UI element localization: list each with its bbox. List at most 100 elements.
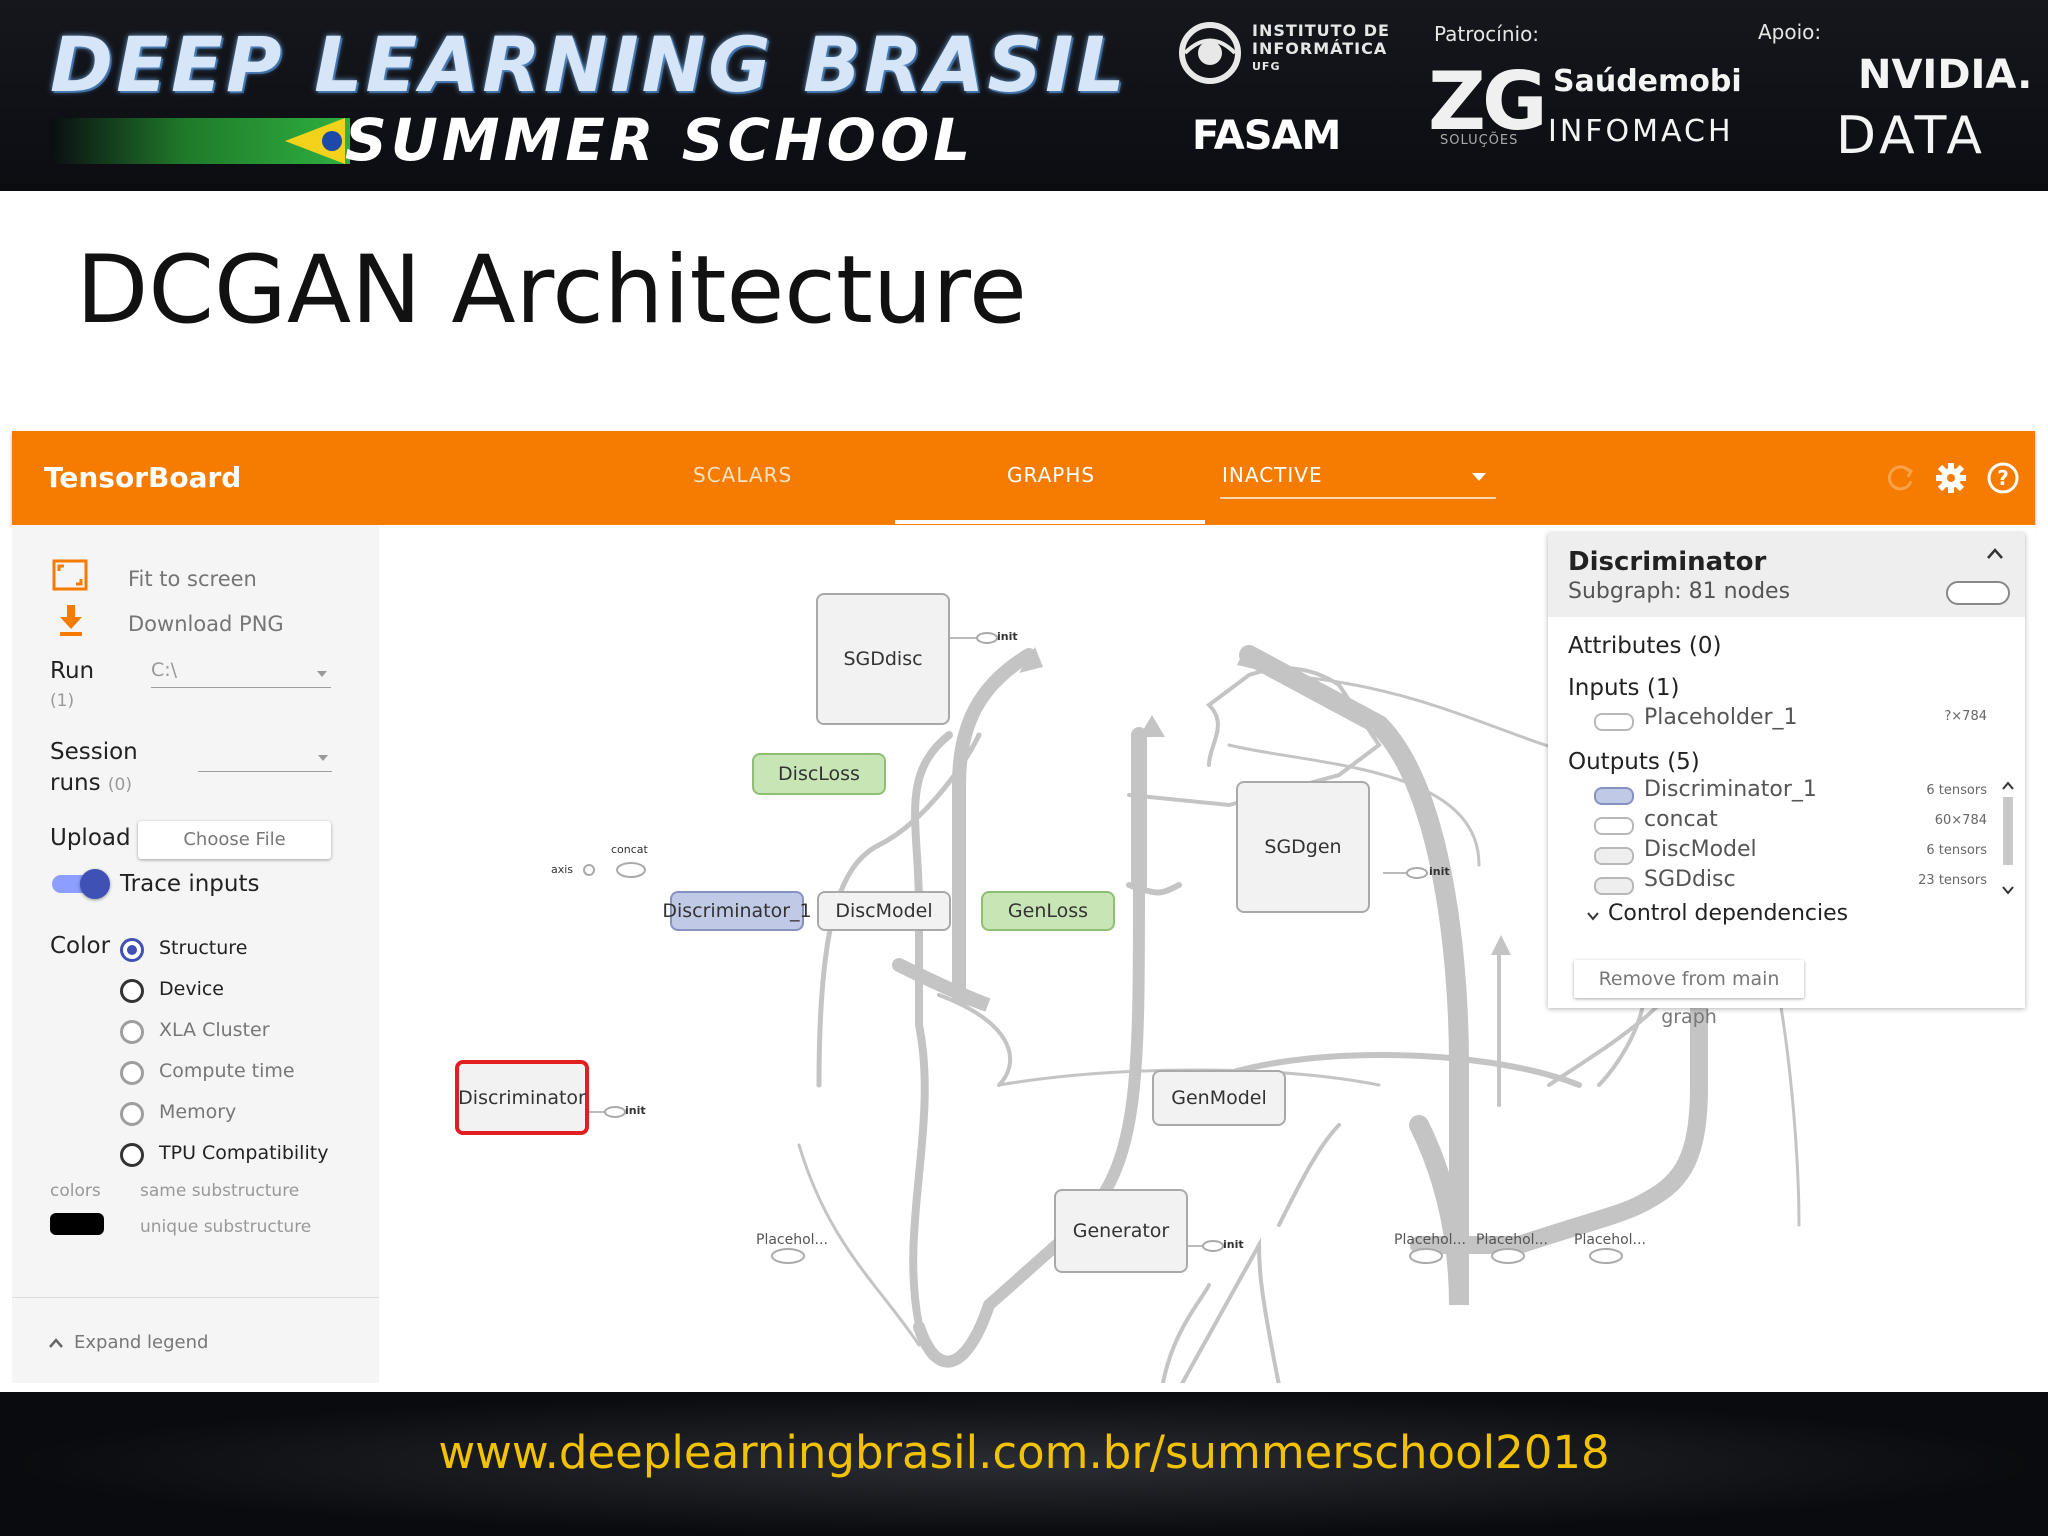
output-size: 6 tensors [1926,843,1987,858]
banner-title: DEEP LEARNING BRASIL [50,20,1128,109]
tab-scalars[interactable]: SCALARS [693,463,793,487]
output-item[interactable]: concat [1644,807,1718,832]
outputs-header: Outputs (5) [1568,749,1700,775]
support-label: Apoio: [1758,20,1822,44]
graph-canvas[interactable]: init init init init concat axis Placehol… [379,525,2035,1383]
attributes-header: Attributes (0) [1568,633,1722,659]
output-item[interactable]: SGDdisc [1644,867,1736,892]
session-runs-label: runs (0) [50,770,132,796]
color-option-label: Structure [159,937,248,959]
graph-edge [1227,743,1481,867]
color-option-label: XLA Cluster [159,1019,270,1041]
tab-graphs[interactable]: GRAPHS [1007,463,1096,487]
color-device-radio[interactable] [120,979,144,1003]
download-icon[interactable] [58,605,84,637]
color-memory-radio[interactable] [120,1102,144,1126]
expand-legend-button[interactable]: Expand legend [74,1332,209,1353]
scrollbar-thumb[interactable] [2003,797,2013,865]
legend-colors-label: colors [50,1181,101,1201]
edge-arrowhead [1139,715,1165,737]
graph-edge [1510,936,1708,1254]
datah-logo: DATA [1836,106,1986,166]
trace-inputs-label: Trace inputs [120,871,260,897]
event-banner: DEEP LEARNING BRASIL SUMMER SCHOOL INSTI… [0,0,2048,191]
graph-edges [583,632,1801,1383]
output-item[interactable]: DiscModel [1644,837,1757,862]
node-genmodel[interactable]: GenModel [1152,1070,1286,1126]
run-select[interactable]: C:\ [151,659,331,688]
tensorboard-brand: TensorBoard [44,461,242,494]
run-select-value: C:\ [151,659,178,681]
color-label: Color [50,933,111,959]
download-png-button[interactable]: Download PNG [128,612,284,636]
svg-text:?: ? [1997,466,2009,490]
fit-to-screen-button[interactable]: Fit to screen [128,567,257,591]
graph-edge [937,993,1013,1087]
color-structure-radio[interactable] [120,938,144,962]
brazil-flag-globe [322,131,342,151]
nvidia-logo: NVIDIA. [1858,52,2033,98]
caret-down-icon [1472,473,1486,481]
slide-footer: www.deeplearningbrasil.com.br/summerscho… [0,1392,2048,1536]
output-oval-icon [1594,787,1634,805]
active-tab-indicator [895,520,1205,524]
scroll-down-icon[interactable] [2002,885,2014,895]
init-label: init [997,630,1018,643]
node-sgdgen[interactable]: SGDgen [1236,781,1370,913]
tensorboard-window: TensorBoard SCALARS GRAPHS INACTIVE ? [12,431,2035,1383]
chevron-up-icon[interactable] [1986,547,2004,561]
graph-edge [797,1143,921,1347]
session-label: Session [50,739,138,765]
output-oval-icon [1594,817,1634,835]
choose-file-button[interactable]: Choose File [138,821,331,859]
session-runs-select[interactable] [198,743,332,772]
node-generator[interactable]: Generator [1054,1189,1188,1273]
color-option-label: Device [159,978,224,1000]
input-item[interactable]: Placeholder_1 [1644,705,1798,730]
outputs-scrollbar[interactable] [2000,781,2016,899]
output-item[interactable]: Discriminator_1 [1644,777,1817,802]
edge-arrowhead [1019,647,1043,673]
infomach-logo: INFOMACH [1548,114,1734,149]
legend-unique-substructure: unique substructure [140,1217,312,1237]
run-count: (1) [50,691,75,711]
placeholder-oval [1409,1248,1443,1264]
concat-oval [616,862,646,878]
color-option-label: Memory [159,1101,237,1123]
refresh-icon[interactable] [1881,459,1919,497]
placeholder-oval [1589,1248,1623,1264]
gear-icon[interactable] [1932,459,1970,497]
node-discriminator-1[interactable]: Discriminator_1 [662,891,812,931]
control-dependencies-toggle[interactable]: Control dependencies [1608,901,1849,926]
input-size: ?×784 [1944,709,1987,724]
info-card-header: Discriminator Subgraph: 81 nodes [1548,533,2025,617]
info-card-subtitle: Subgraph: 81 nodes [1568,579,1791,604]
node-discriminator[interactable]: Discriminator [455,1060,589,1135]
placeholder-node-label: Placehol... [756,1232,828,1248]
inactive-plugins-dropdown[interactable]: INACTIVE [1220,457,1496,499]
chevron-down-icon[interactable] [1586,911,1600,921]
trace-inputs-toggle-thumb[interactable] [80,869,110,899]
fit-to-screen-icon[interactable] [52,559,88,591]
node-sgddisc[interactable]: SGDdisc [816,593,950,725]
inf-logo-text: INSTITUTO DE INFORMÁTICA UFG [1252,21,1390,74]
remove-from-main-graph-button[interactable]: Remove from main graph [1574,960,1804,1028]
caret-down-icon [317,671,327,677]
axis-constant [583,864,595,876]
color-compute-time-radio[interactable] [120,1061,144,1085]
node-genloss[interactable]: GenLoss [981,891,1115,931]
node-discmodel[interactable]: DiscModel [817,891,951,931]
help-icon[interactable]: ? [1984,459,2022,497]
color-xla-cluster-radio[interactable] [120,1020,144,1044]
node-discloss[interactable]: DiscLoss [752,753,886,795]
output-oval-icon [1594,847,1634,865]
chevron-up-icon[interactable] [48,1337,64,1349]
sidebar-divider [12,1297,379,1298]
node-info-card: Discriminator Subgraph: 81 nodes Attribu… [1548,533,2025,1028]
legend-same-substructure: same substructure [140,1181,300,1201]
graph-edge [1127,666,1382,808]
scroll-up-icon[interactable] [2002,781,2014,791]
banner-subtitle: SUMMER SCHOOL [345,106,975,174]
init-label: init [1429,865,1450,878]
color-tpu-compatibility-radio[interactable] [120,1143,144,1167]
